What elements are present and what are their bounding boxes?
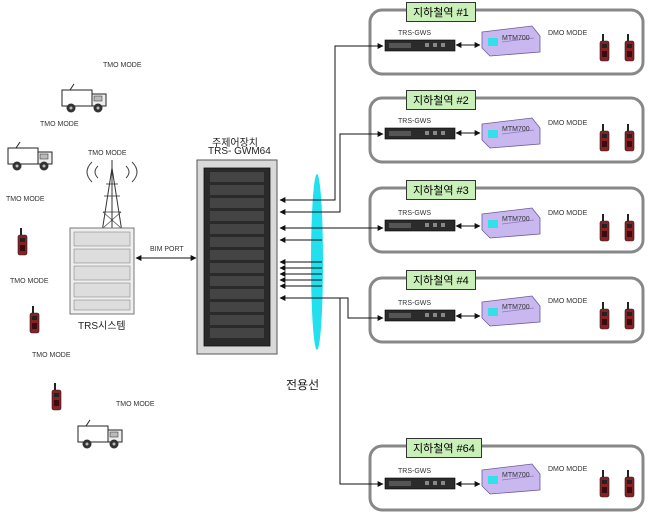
radio-label: MTM700 — [502, 35, 530, 42]
zone-title-4: 지하철역 #4 — [406, 270, 476, 290]
gateway-label: TRS-GWS — [398, 468, 432, 475]
radio-label: MTM700 — [502, 472, 530, 479]
tmo-handset-icon — [29, 305, 40, 334]
zone-title-64: 지하철역 #64 — [406, 438, 482, 458]
tmo-mode-label: TMO MODE — [88, 150, 127, 157]
tmo-truck-icon — [77, 419, 123, 449]
gateway-device-icon — [384, 219, 456, 232]
trs-system-cabinet — [69, 227, 135, 315]
gateway-label: TRS-GWS — [398, 30, 432, 37]
tmo-mode-label: TMO MODE — [6, 196, 45, 203]
dedicated-line-label: 전용선 — [286, 378, 320, 392]
main-control-rack — [196, 159, 278, 355]
dmo-mode-label: DMO MODE — [548, 210, 588, 217]
main-controller-model: TRS- GWM64 — [208, 146, 271, 157]
gateway-device-icon — [384, 309, 456, 322]
tmo-mode-label: TMO MODE — [10, 278, 49, 285]
trs-system-label: TRS시스템 — [78, 321, 126, 332]
tmo-mode-label: TMO MODE — [32, 352, 71, 359]
antenna-tower-icon — [86, 160, 138, 233]
rack-zone-links — [279, 43, 384, 487]
gateway-label: TRS-GWS — [398, 210, 432, 217]
gateway-device-icon — [384, 477, 456, 490]
gateway-device-icon — [384, 127, 456, 140]
gateway-label: TRS-GWS — [398, 118, 432, 125]
bim-port-label: BIM PORT — [150, 246, 184, 253]
dmo-mode-label: DMO MODE — [548, 120, 588, 127]
radio-label: MTM700 — [502, 304, 530, 311]
tmo-handset-icon — [51, 382, 62, 411]
gateway-label: TRS-GWS — [398, 300, 432, 307]
zone-title-3: 지하철역 #3 — [406, 180, 476, 200]
zone-title-2: 지하철역 #2 — [406, 90, 476, 110]
tmo-mode-label: TMO MODE — [116, 401, 155, 408]
tmo-mode-label: TMO MODE — [40, 121, 79, 128]
tmo-truck-icon — [7, 141, 53, 171]
main-controller-title: 주제어장치 — [212, 138, 258, 149]
gateway-device-icon — [384, 39, 456, 52]
dmo-mode-label: DMO MODE — [548, 466, 588, 473]
dmo-mode-label: DMO MODE — [548, 30, 588, 37]
tmo-truck-icon — [61, 83, 107, 113]
zone-title-1: 지하철역 #1 — [406, 2, 476, 22]
tmo-handset-icon — [17, 227, 28, 256]
tmo-mode-label: TMO MODE — [103, 62, 142, 69]
radio-label: MTM700 — [502, 126, 530, 133]
radio-label: MTM700 — [502, 216, 530, 223]
dmo-mode-label: DMO MODE — [548, 298, 588, 305]
